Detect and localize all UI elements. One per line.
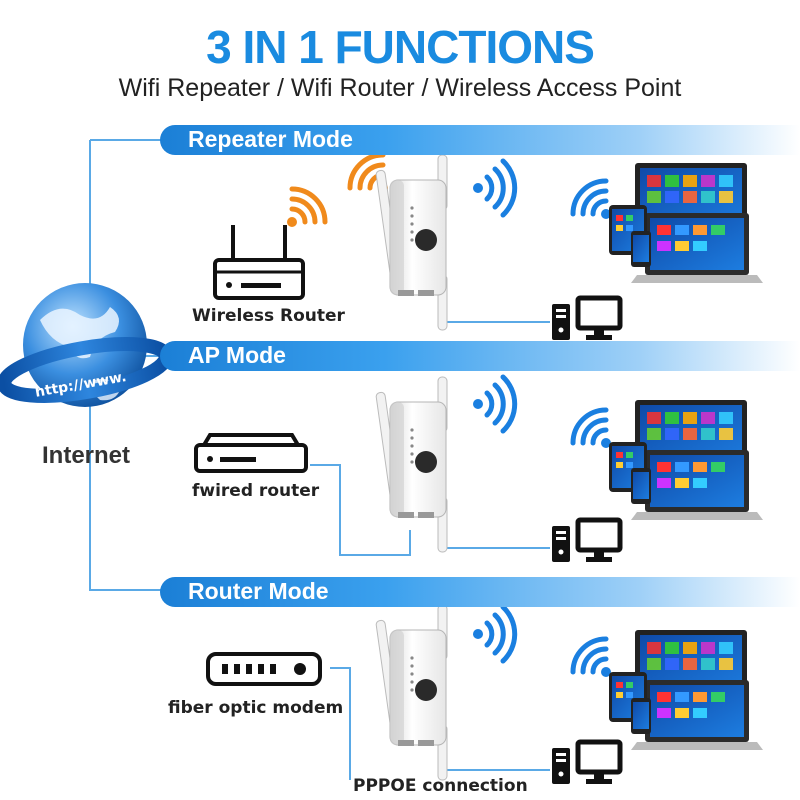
wireless-router-icon: [213, 225, 305, 300]
mode-title: AP Mode: [188, 342, 286, 368]
wifi-orange-icon: [288, 189, 326, 227]
page-title: 3 IN 1 FUNCTIONS: [206, 21, 595, 73]
wired-router-label: fwired router: [192, 481, 320, 501]
pppoe-connection-label: PPPOE connection: [353, 776, 528, 796]
desktop-pc-icon: [552, 298, 620, 340]
banner-router-mode: Router Mode: [160, 577, 800, 607]
repeater-device-3: [375, 604, 448, 781]
client-devices-2: [609, 400, 763, 520]
wifi-blue-icon: [573, 410, 611, 448]
wifi-blue-icon: [573, 181, 611, 219]
connector-lines: [89, 139, 550, 780]
internet-label: Internet: [42, 442, 131, 469]
wifi-blue-icon: [474, 607, 515, 661]
repeater-device-1: [375, 154, 448, 331]
banner-ap-mode: AP Mode: [160, 341, 800, 371]
client-devices-1: [609, 163, 763, 283]
globe-icon: [0, 283, 173, 407]
mode-title: Router Mode: [188, 578, 329, 604]
wifi-blue-icon: [474, 161, 515, 215]
desktop-pc-icon: [552, 742, 620, 784]
repeater-device-2: [375, 376, 448, 553]
page-subtitle: Wifi Repeater / Wifi Router / Wireless A…: [118, 74, 682, 102]
desktop-pc-icon: [552, 520, 620, 562]
mode-title: Repeater Mode: [188, 126, 353, 152]
fiber-modem-label: fiber optic modem: [168, 698, 344, 718]
wifi-blue-icon: [474, 377, 515, 431]
wired-router-icon: [194, 433, 308, 473]
wifi-blue-icon: [573, 639, 611, 677]
wireless-router-label: Wireless Router: [192, 306, 345, 326]
client-devices-3: [609, 630, 763, 750]
banner-repeater-mode: Repeater Mode: [160, 125, 800, 155]
fiber-modem-icon: [206, 652, 322, 686]
